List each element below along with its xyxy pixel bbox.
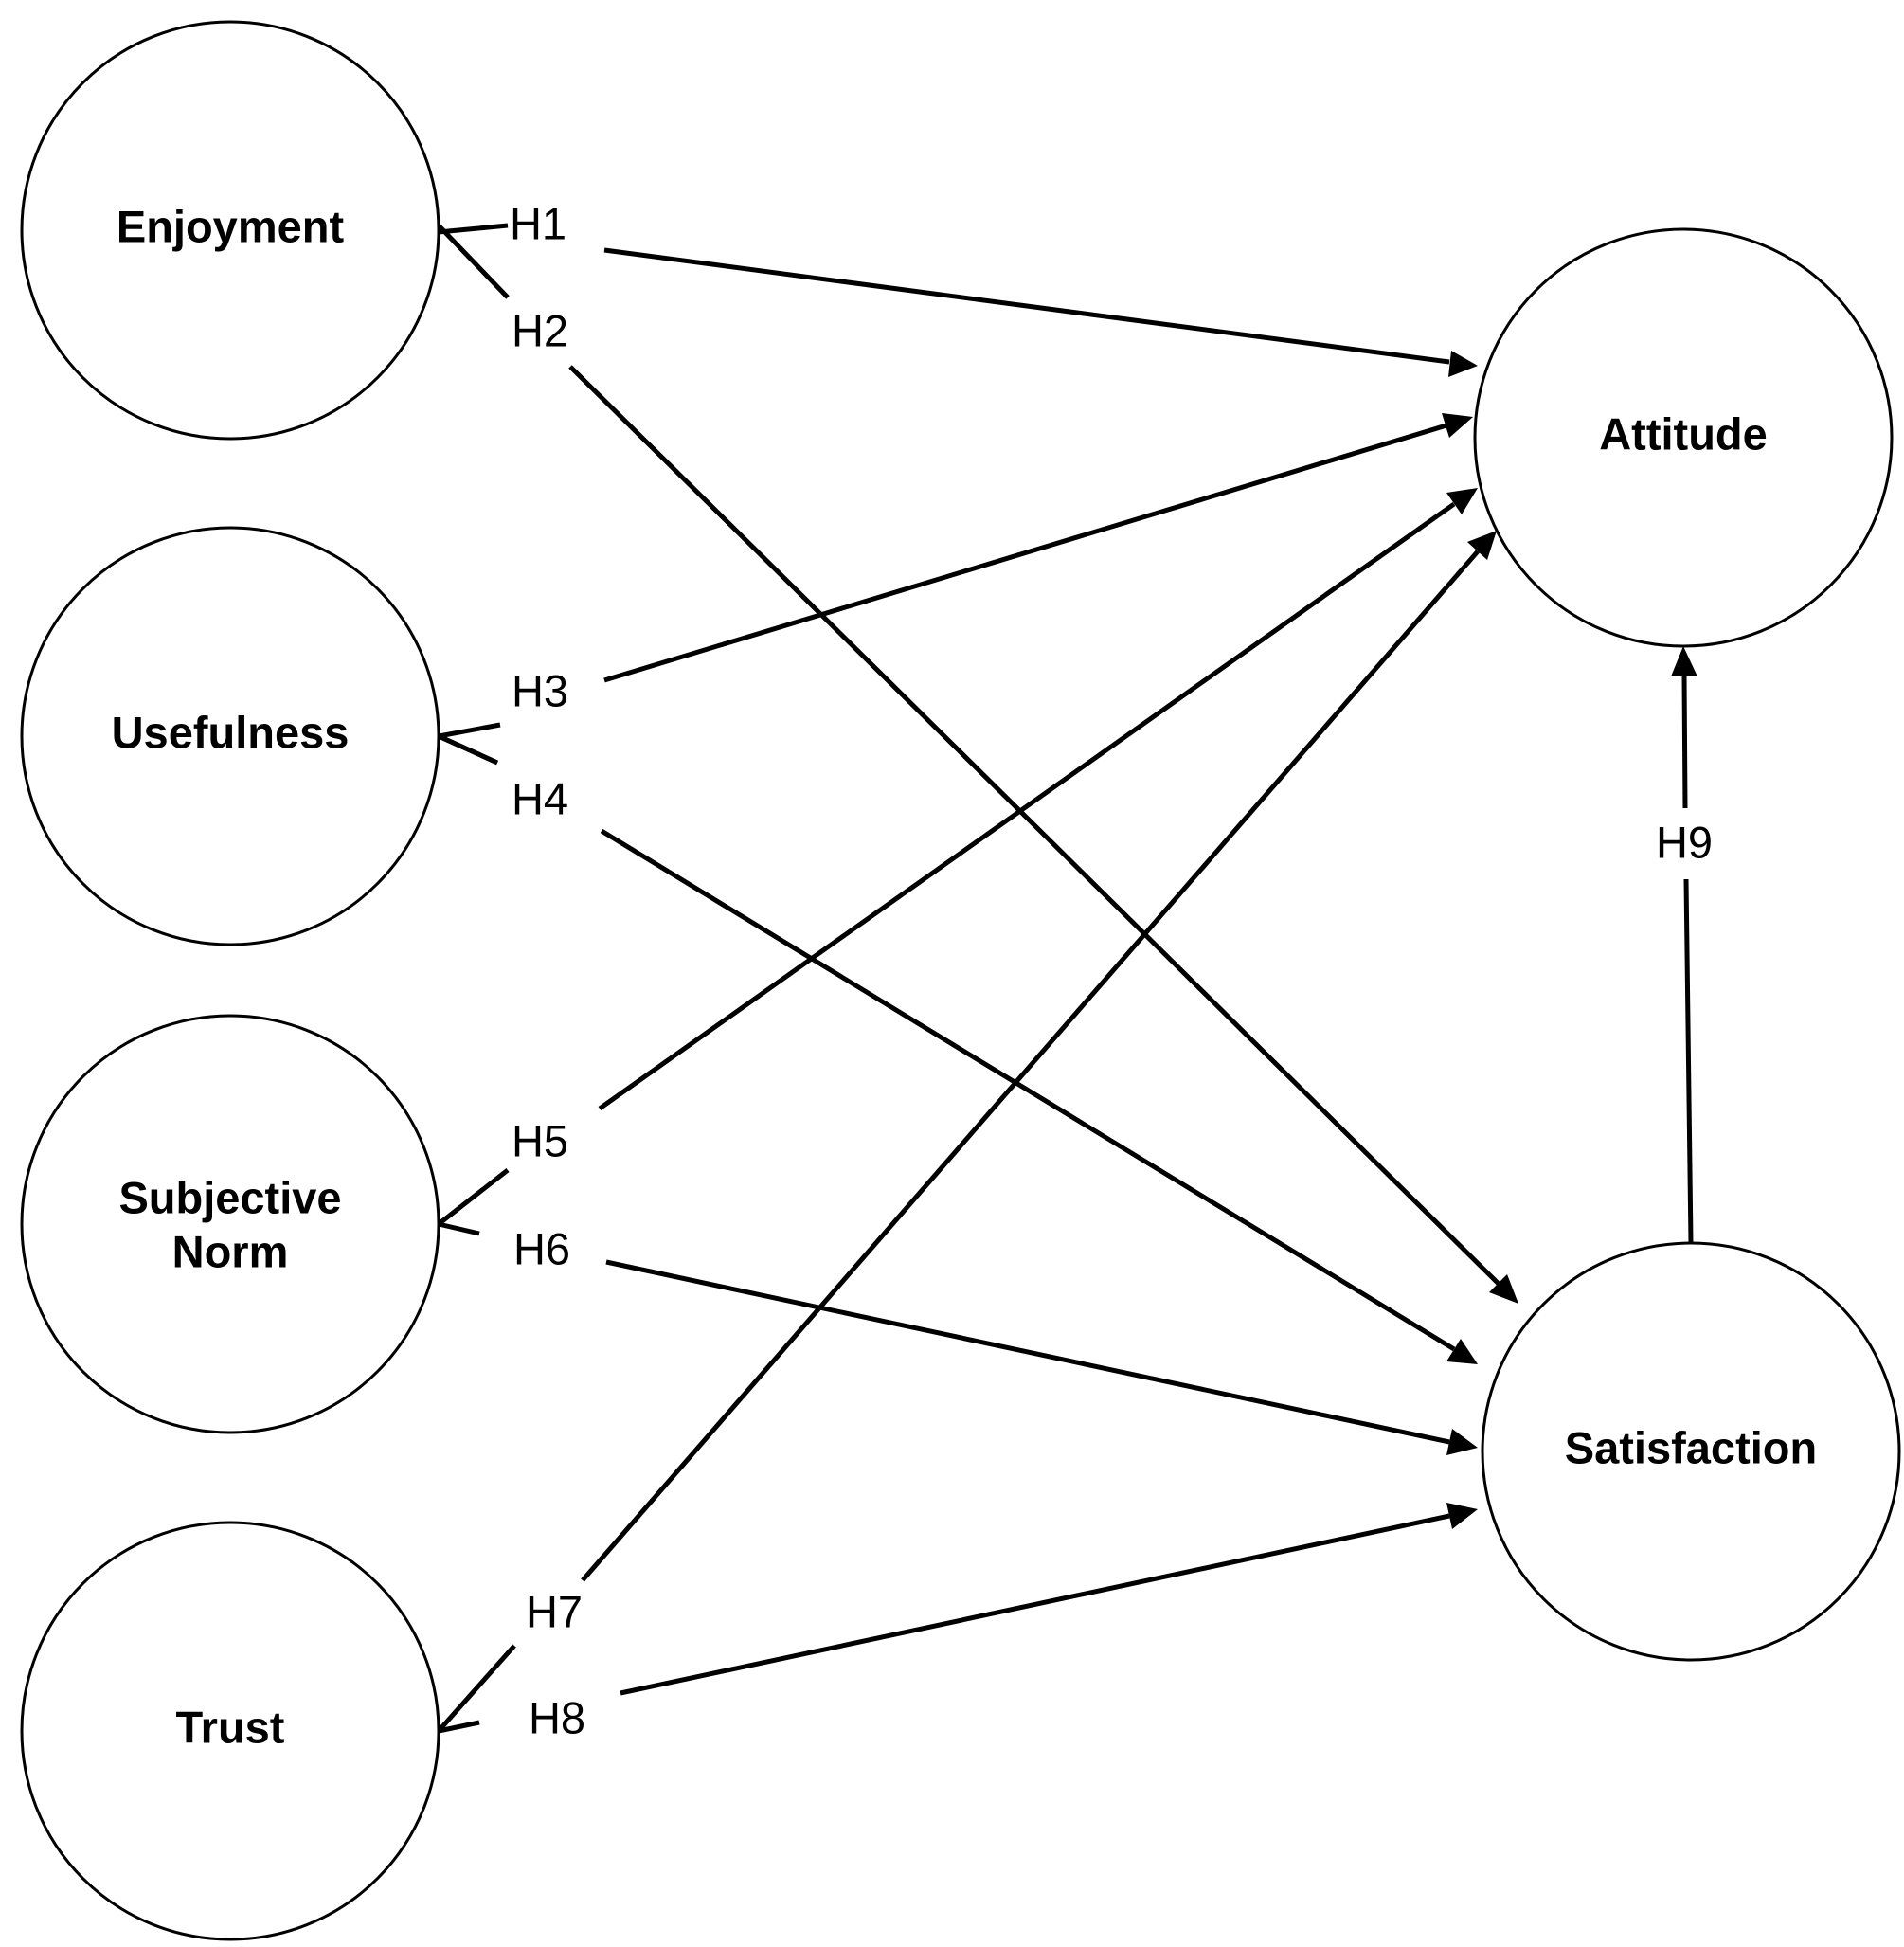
node-trust: Trust [20, 1521, 440, 1941]
node-subjective-norm-label-line1: Subjective [118, 1172, 341, 1222]
edge-h9-arrowhead [1671, 646, 1697, 676]
edge-h6-arrowhead [1446, 1429, 1478, 1455]
edge-h7-arrowhead [1467, 531, 1497, 560]
edge-h4-tail [437, 733, 499, 766]
node-trust-circle [20, 1521, 440, 1941]
edge-h8: H8 [438, 1503, 1478, 1742]
edge-h4-label: H4 [512, 773, 568, 823]
node-attitude-circle [1473, 227, 1894, 648]
edge-h6-line [605, 1259, 1450, 1445]
node-usefulness-label: Usefulness [112, 707, 350, 757]
node-enjoyment: Enjoyment [20, 20, 440, 441]
edge-h7-label: H7 [526, 1586, 583, 1636]
edge-h8-tail [438, 1720, 480, 1734]
edge-h6-tail [438, 1221, 480, 1236]
edge-h9: H9 [1656, 646, 1713, 1244]
edge-h3: H3 [430, 413, 1473, 766]
edge-h9-label: H9 [1656, 817, 1713, 867]
edge-h4-arrowhead [1446, 1339, 1478, 1364]
edge-h5: H5 [437, 488, 1478, 1226]
edge-h2-line [568, 365, 1500, 1286]
edge-h2-tail [437, 224, 510, 299]
node-subjective-norm-label-line2: Norm [172, 1226, 289, 1276]
edge-h3-arrowhead [1442, 413, 1473, 438]
edge-h9-line-lower [1683, 878, 1694, 1244]
node-enjoyment-label: Enjoyment [117, 201, 345, 251]
edge-h4-line [600, 828, 1456, 1352]
node-attitude-label: Attitude [1599, 408, 1768, 459]
node-satisfaction-circle [1481, 1241, 1901, 1662]
edge-h5-tail [437, 1168, 510, 1226]
node-enjoyment-circle [20, 20, 440, 441]
node-subjective-norm: Subjective Norm [20, 1014, 440, 1434]
edge-h1-line [603, 247, 1450, 365]
edge-h2: H2 [437, 224, 1518, 1304]
node-trust-label: Trust [176, 1702, 285, 1752]
edge-h3-tail [430, 722, 501, 766]
edge-h7-line [581, 550, 1480, 1582]
node-satisfaction: Satisfaction [1481, 1241, 1901, 1662]
edge-h3-line [603, 423, 1447, 683]
node-usefulness: Usefulness [20, 526, 440, 946]
edge-h2-arrowhead [1489, 1274, 1518, 1304]
edge-h3-label: H3 [512, 665, 568, 715]
edge-h8-line [620, 1513, 1450, 1696]
edge-h7: H7 [437, 531, 1497, 1733]
edge-h8-arrowhead [1446, 1503, 1478, 1529]
edge-h2-label: H2 [512, 305, 568, 355]
edge-h5-label: H5 [512, 1115, 568, 1165]
edge-h1: H1 [438, 198, 1478, 377]
node-attitude: Attitude [1473, 227, 1894, 648]
edge-h6-label: H6 [513, 1223, 570, 1273]
edge-h1-label: H1 [510, 198, 566, 248]
edge-h5-arrowhead [1446, 488, 1478, 514]
edge-h6: H6 [438, 1221, 1478, 1455]
edge-h8-label: H8 [529, 1692, 585, 1742]
edge-h4: H4 [437, 733, 1478, 1364]
node-satisfaction-label: Satisfaction [1565, 1422, 1817, 1472]
node-subjective-norm-circle [20, 1014, 440, 1434]
node-usefulness-circle [20, 526, 440, 946]
edge-h9-line-upper [1681, 674, 1688, 809]
edge-h7-tail [437, 1644, 516, 1733]
edge-h5-line [598, 501, 1456, 1111]
edge-h1-tail [438, 223, 509, 235]
edge-h1-arrowhead [1448, 351, 1478, 377]
